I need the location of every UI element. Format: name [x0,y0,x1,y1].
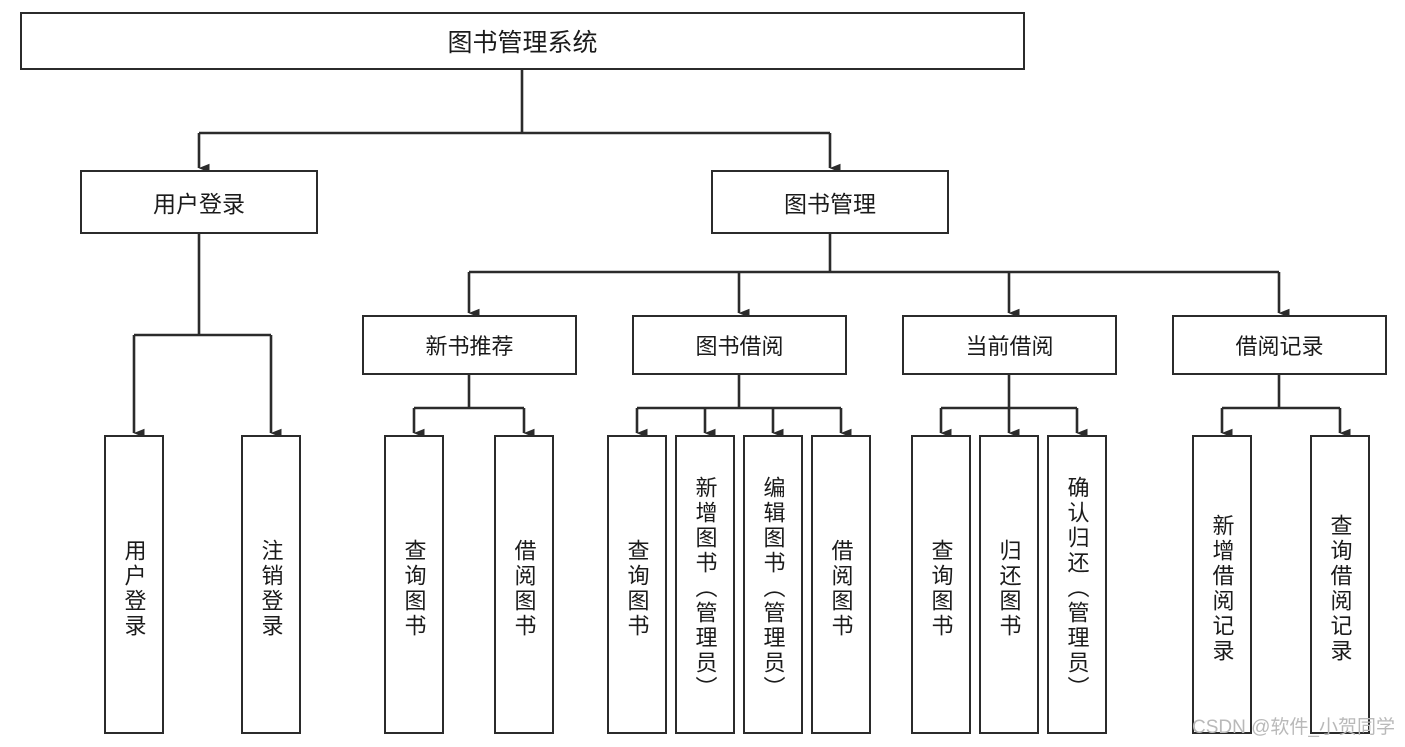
node-current-borrowing[interactable]: 当前借阅 [902,315,1117,375]
node-borrow-records[interactable]: 借阅记录 [1172,315,1387,375]
node-label: 借阅图书 [828,538,854,639]
node-label: 归还图书 [996,538,1022,639]
node-label: 图书借阅 [695,334,784,359]
node-leaf-borrow-query-book[interactable]: 查询图书 [607,435,667,734]
node-label: 新增图书（管理员） [692,476,718,701]
watermark: CSDN @软件_小贺同学 [1192,717,1395,738]
node-label: 查询图书 [624,538,650,639]
node-label: 查询图书 [928,538,954,639]
node-leaf-newbook-query-book[interactable]: 查询图书 [384,435,444,734]
node-leaf-borrow-add-book-admin[interactable]: 新增图书（管理员） [675,435,735,734]
node-new-book-recommendation[interactable]: 新书推荐 [362,315,577,375]
node-label: 用户登录 [121,538,147,639]
node-leaf-records-add-record[interactable]: 新增借阅记录 [1192,435,1252,734]
node-leaf-user-logout[interactable]: 注销登录 [241,435,301,734]
node-leaf-user-login[interactable]: 用户登录 [104,435,164,734]
node-leaf-current-query-book[interactable]: 查询图书 [911,435,971,734]
node-leaf-borrow-edit-book-admin[interactable]: 编辑图书（管理员） [743,435,803,734]
node-label: 新书推荐 [425,334,514,359]
node-label: 新增借阅记录 [1209,513,1235,664]
node-leaf-records-query-record[interactable]: 查询借阅记录 [1310,435,1370,734]
node-leaf-current-return-book[interactable]: 归还图书 [979,435,1039,734]
node-label: 用户登录 [153,191,245,217]
node-leaf-newbook-borrow-book[interactable]: 借阅图书 [494,435,554,734]
node-label: 借阅记录 [1235,334,1324,359]
node-label: 编辑图书（管理员） [760,476,786,701]
node-book-management[interactable]: 图书管理 [711,170,949,234]
node-label: 借阅图书 [511,538,537,639]
node-label: 当前借阅 [965,334,1054,359]
node-book-borrowing[interactable]: 图书借阅 [632,315,847,375]
node-label: 注销登录 [258,538,284,639]
node-label: 确认归还（管理员） [1064,476,1090,701]
node-leaf-borrow-borrow-book[interactable]: 借阅图书 [811,435,871,734]
node-leaf-current-confirm-return-admin[interactable]: 确认归还（管理员） [1047,435,1107,734]
node-label: 图书管理系统 [447,29,598,57]
node-label: 查询图书 [401,538,427,639]
node-label: 图书管理 [784,191,876,217]
node-root-book-management-system[interactable]: 图书管理系统 [20,12,1025,70]
node-label: 查询借阅记录 [1327,513,1353,664]
node-user-login[interactable]: 用户登录 [80,170,318,234]
